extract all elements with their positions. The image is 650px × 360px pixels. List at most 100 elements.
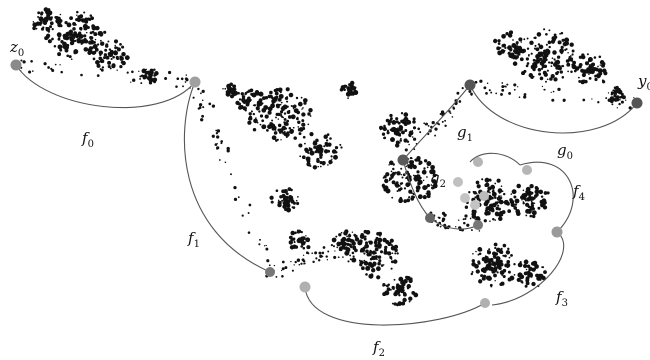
fractal-dot xyxy=(509,198,513,202)
node-f2-start xyxy=(299,281,311,293)
fractal-dot xyxy=(530,52,533,55)
fractal-dot xyxy=(398,134,402,137)
fractal-dot xyxy=(237,196,240,199)
fractal-dot xyxy=(512,61,518,66)
fractal-dot xyxy=(277,199,280,202)
fractal-dot xyxy=(404,129,408,132)
fractal-dot xyxy=(502,243,507,248)
fractal-dot xyxy=(289,196,292,199)
fractal-dot xyxy=(412,126,417,130)
fractal-dot xyxy=(301,119,305,123)
fractal-dot xyxy=(599,64,602,66)
fractal-dot xyxy=(444,124,447,128)
fractal-dot xyxy=(269,195,274,200)
fractal-dot xyxy=(280,139,282,141)
fractal-dot xyxy=(497,204,500,207)
fractal-dot xyxy=(280,101,283,104)
fractal-dot xyxy=(403,199,408,203)
fractal-dot xyxy=(99,60,102,63)
fractal-dot xyxy=(315,257,318,260)
fractal-dot xyxy=(298,132,302,136)
fractal-dot xyxy=(390,244,393,247)
fractal-dot xyxy=(331,237,337,243)
path-curves xyxy=(15,64,638,326)
fractal-dot xyxy=(139,77,142,80)
fractal-dot xyxy=(233,185,237,190)
fractal-dot xyxy=(270,200,274,204)
fractal-dot xyxy=(501,210,506,215)
fractal-dot xyxy=(482,267,485,270)
fractal-dot xyxy=(359,263,363,267)
fractal-dot xyxy=(301,112,306,117)
fractal-dot xyxy=(552,90,555,93)
fractal-dot xyxy=(607,98,612,102)
fractal-dot xyxy=(384,178,389,184)
fractal-dot xyxy=(392,287,395,290)
fractal-dot xyxy=(287,204,290,208)
fractal-dot xyxy=(533,202,536,205)
fractal-dot xyxy=(107,40,110,43)
fractal-dot xyxy=(398,293,401,297)
fractal-dot xyxy=(468,191,471,194)
fractal-dot xyxy=(290,237,294,242)
fractal-dot xyxy=(422,195,427,200)
fractal-dot xyxy=(252,127,257,132)
fractal-dot xyxy=(487,205,492,211)
fractal-dot xyxy=(287,115,292,119)
fractal-dot xyxy=(251,92,257,98)
fractal-dot xyxy=(487,249,489,252)
fractal-dot xyxy=(74,33,80,39)
fractal-dot xyxy=(473,191,477,195)
fractal-dot xyxy=(387,251,392,256)
fractal-dot xyxy=(306,245,311,250)
fractal-dot xyxy=(284,266,288,270)
fractal-dot xyxy=(99,68,102,71)
fractal-dot xyxy=(535,193,539,197)
fractal-dot xyxy=(378,259,382,263)
fractal-dot xyxy=(405,182,411,188)
fractal-dot xyxy=(54,63,57,66)
fractal-dot xyxy=(423,167,426,170)
fractal-dot xyxy=(33,22,36,25)
fractal-dot xyxy=(538,72,542,76)
fractal-dot xyxy=(394,252,397,255)
fractal-dot xyxy=(59,13,62,16)
fractal-dot xyxy=(440,110,445,114)
fractal-dot xyxy=(527,54,530,56)
fractal-dot xyxy=(300,262,303,265)
fractal-dot xyxy=(74,39,77,43)
fractal-dot xyxy=(284,96,289,101)
fractal-dot xyxy=(578,76,580,79)
fractal-dot xyxy=(375,255,378,259)
fractal-dot xyxy=(500,92,503,96)
fractal-dot xyxy=(414,164,416,167)
fractal-dot xyxy=(351,231,354,233)
fractal-dot xyxy=(306,237,310,242)
fractal-dot xyxy=(434,134,437,137)
fractal-dot xyxy=(488,248,491,251)
fractal-dot xyxy=(581,53,585,57)
fractal-dot xyxy=(471,259,476,263)
fractal-dot xyxy=(343,88,346,91)
fractal-dot xyxy=(82,23,88,29)
fractal-dot xyxy=(543,53,548,57)
fractal-dot xyxy=(441,120,444,123)
fractal-dot xyxy=(486,82,489,84)
fractal-dot xyxy=(515,209,521,214)
fractal-dot xyxy=(400,173,403,176)
fractal-dot xyxy=(71,40,73,43)
fractal-dot xyxy=(488,262,492,266)
fractal-dot xyxy=(232,92,237,97)
fractal-dot xyxy=(507,33,511,37)
fractal-dot xyxy=(386,131,390,135)
fractal-dot xyxy=(92,44,98,49)
fractal-dot xyxy=(524,199,527,202)
fractal-dot xyxy=(507,270,511,274)
fractal-dot xyxy=(76,14,78,16)
fractal-dot xyxy=(313,140,315,143)
fractal-dot xyxy=(267,94,272,99)
node-f0-end xyxy=(189,76,201,88)
fractal-dot xyxy=(83,11,86,14)
fractal-dot xyxy=(66,54,70,58)
